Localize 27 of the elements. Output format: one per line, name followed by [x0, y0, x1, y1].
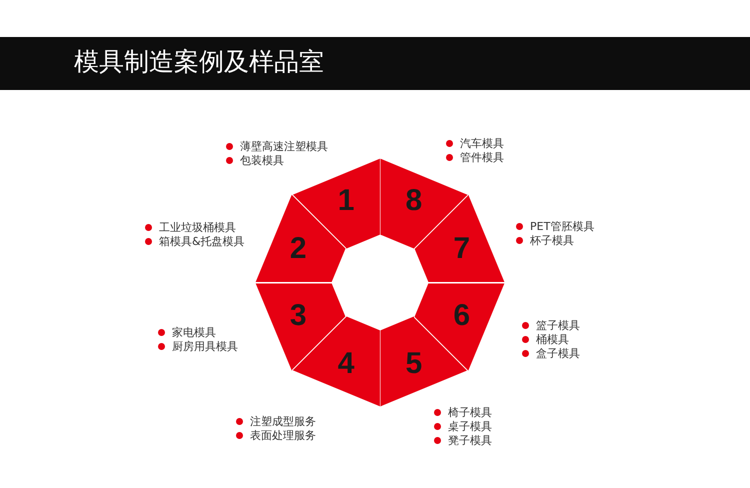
bullet-item: 表面处理服务	[236, 429, 316, 442]
segment-number: 2	[290, 234, 307, 264]
bullet-item: 桌子模具	[434, 420, 492, 433]
segment-number: 7	[453, 234, 470, 264]
bullet-item: 箱模具&托盘模具	[145, 235, 245, 248]
bullet-item: 椅子模具	[434, 406, 492, 419]
bullet-item: 汽车模具	[446, 137, 504, 150]
bullet-item: 薄壁高速注塑模具	[226, 140, 328, 153]
bullet-item: 管件模具	[446, 151, 504, 164]
bullet-item: PET管胚模具	[516, 220, 594, 233]
segment-number: 1	[338, 186, 354, 216]
bullet-item: 注塑成型服务	[236, 415, 316, 428]
segment-number: 6	[453, 301, 470, 332]
bullet-item: 杯子模具	[516, 234, 574, 247]
bullet-item: 盒子模具	[522, 347, 580, 360]
segment-number: 5	[406, 349, 422, 380]
bullet-item: 家电模具	[158, 326, 216, 339]
segment-number: 8	[406, 186, 422, 216]
bullet-item: 工业垃圾桶模具	[145, 221, 236, 234]
bullet-item: 凳子模具	[434, 434, 492, 447]
title: 模具制造案例及样品室	[74, 46, 324, 78]
bullet-item: 桶模具	[522, 333, 569, 346]
bullet-item: 包装模具	[226, 154, 284, 167]
segment-number: 4	[338, 349, 354, 380]
bullet-item: 篮子模具	[522, 319, 580, 332]
bullet-item: 厨房用具模具	[158, 340, 238, 353]
segment-number: 3	[290, 301, 307, 332]
